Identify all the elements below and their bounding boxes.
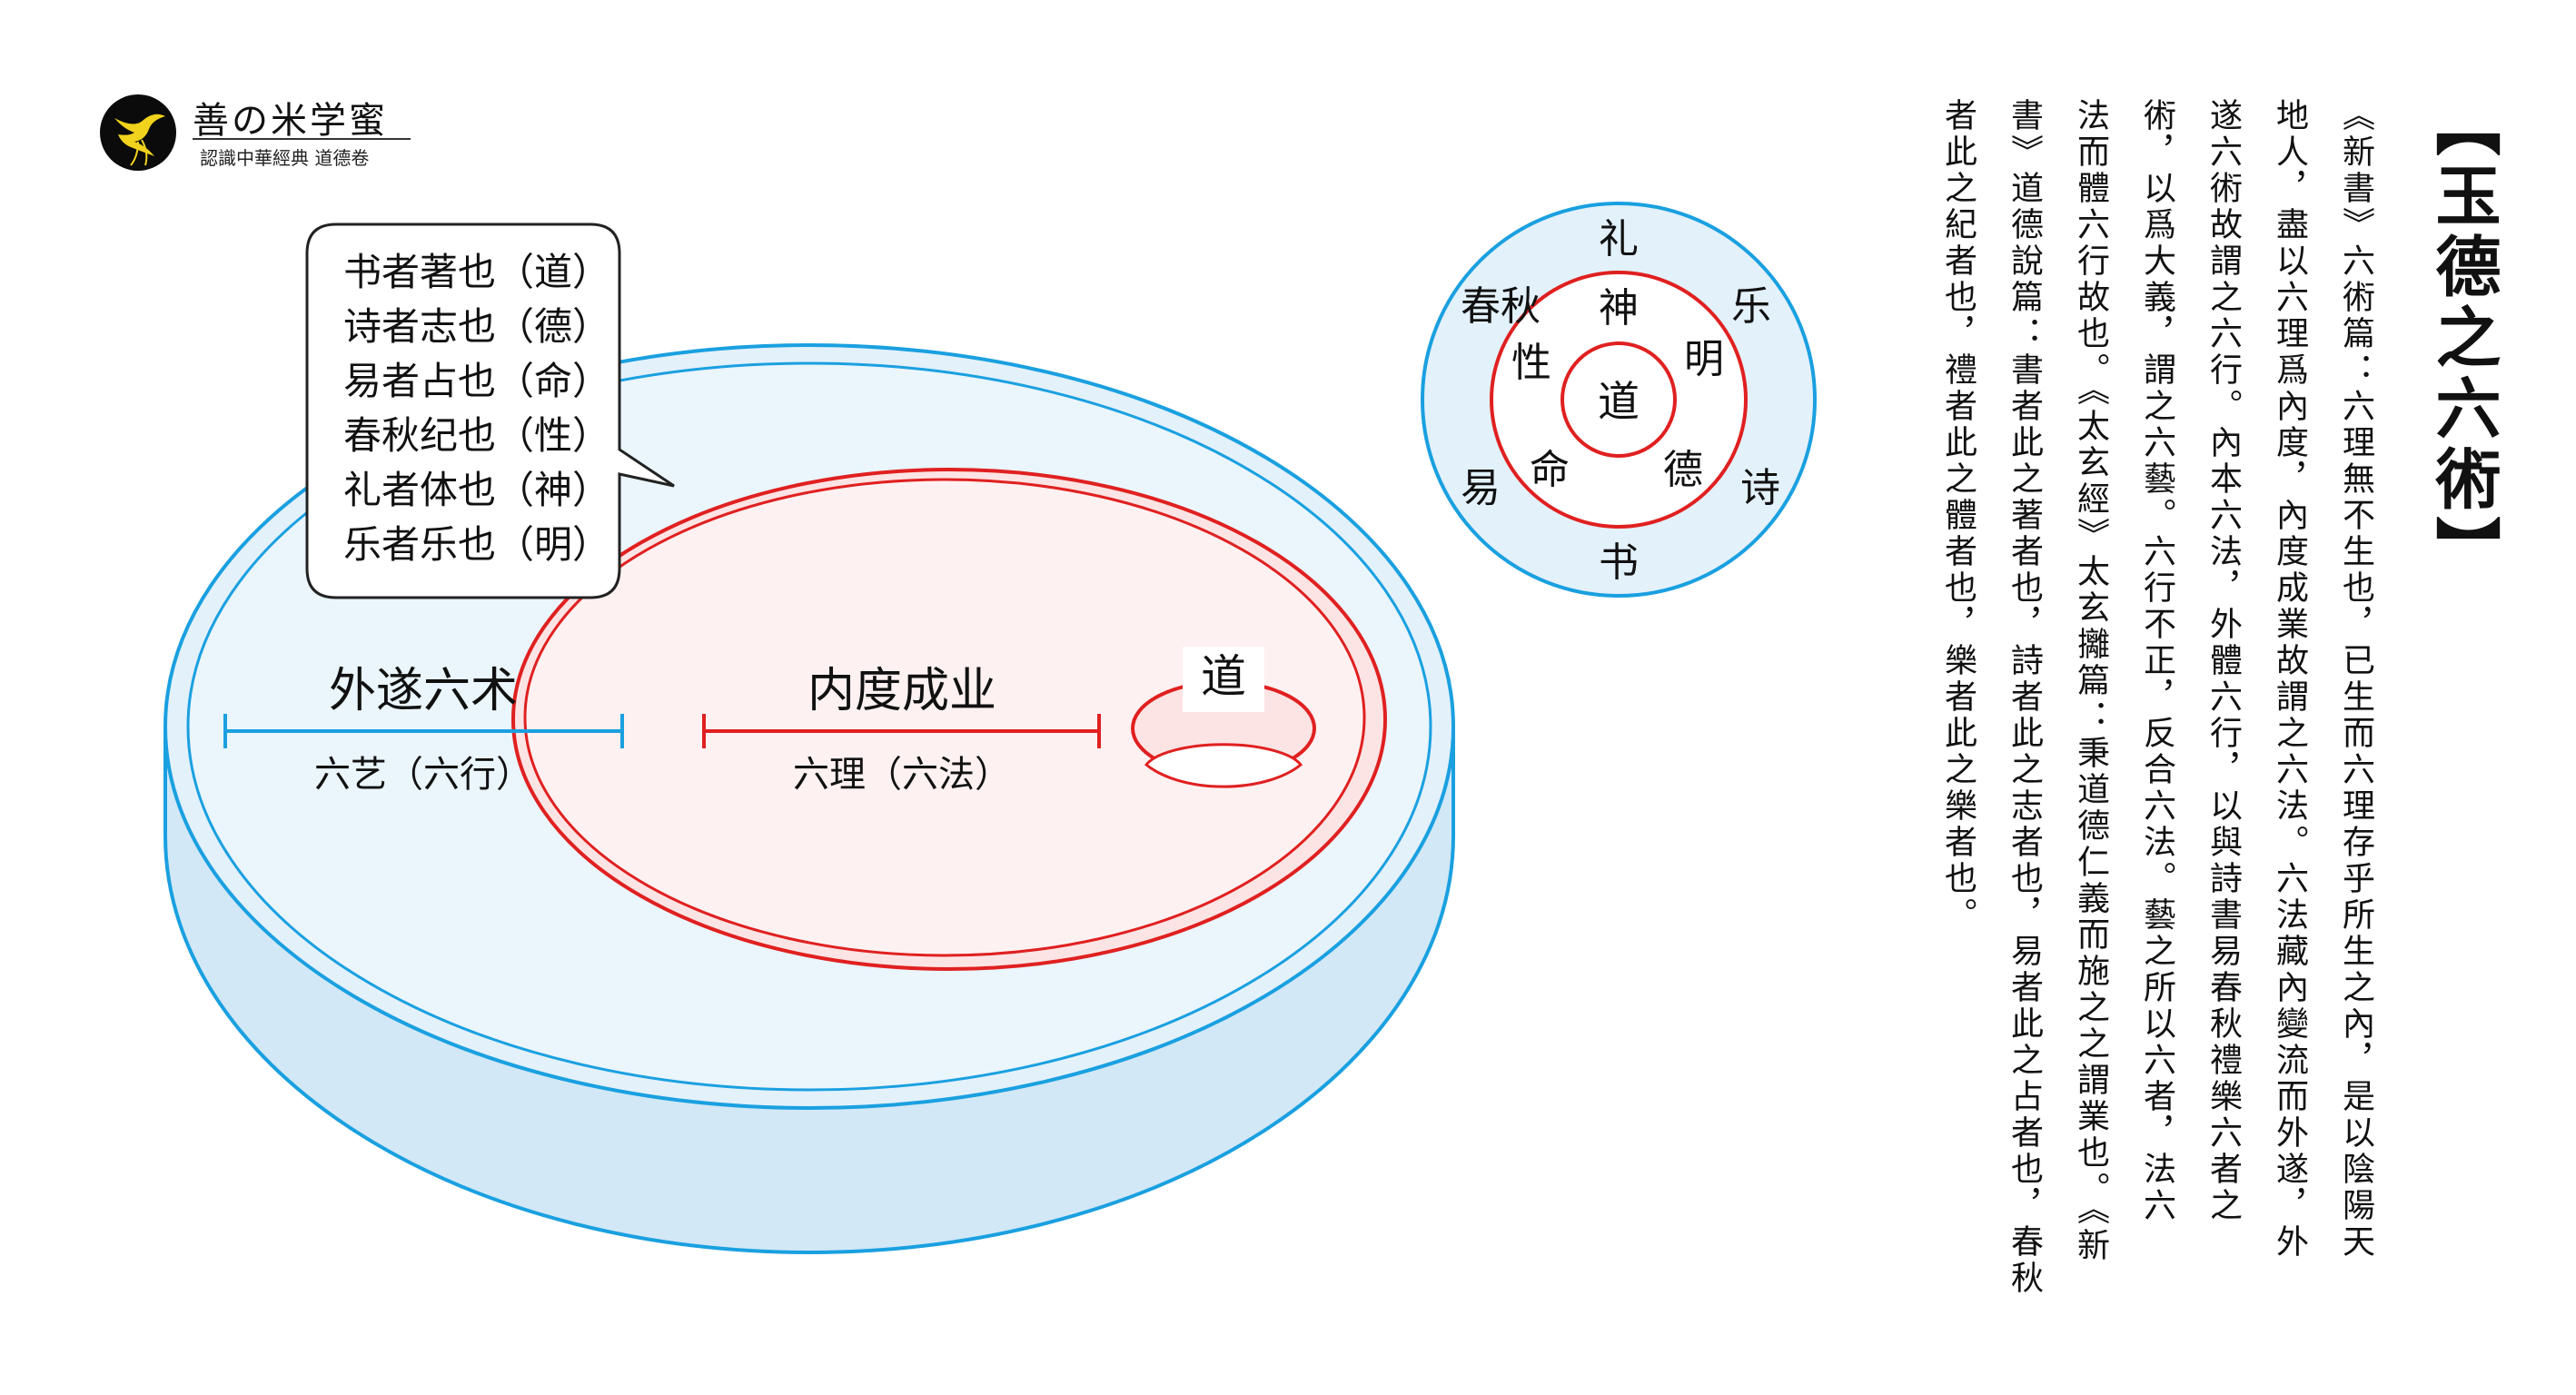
core-hole [1131, 680, 1316, 788]
concentric-outer-shu: 书 [1599, 539, 1639, 586]
phoenix-logo-icon [100, 94, 176, 171]
concentric-outer-yue: 乐 [1731, 283, 1771, 330]
inner-label: 内度成业 [807, 664, 996, 718]
article-title: 【玉德之六術】 [2424, 91, 2502, 587]
inner-sub-label: 六理（六法） [793, 754, 1011, 796]
cylinder-bottom-rim [163, 836, 1455, 1254]
logo-subtitle: 認識中華經典 道德卷 [200, 147, 370, 169]
concentric-inner-ming2: 命 [1530, 447, 1570, 493]
concentric-outer-yi: 易 [1461, 465, 1501, 511]
bubble-line: 诗者志也（德） [343, 304, 611, 349]
bubble-line: 易者占也（命） [343, 359, 611, 403]
concentric-inner-ming: 明 [1684, 336, 1724, 382]
article-column: 書》道德說篇：書者此之著者也，詩者此之志者也，易者此之占者也，春秋 [2006, 98, 2043, 1297]
logo-title: 善の米学蜜 [193, 100, 388, 142]
logo: 善の米学蜜 認識中華經典 道德卷 [98, 91, 425, 174]
article-column: 遂六術故謂之六行。內本六法，外體六行，以與詩書易春秋禮樂六者之 [2204, 98, 2242, 1224]
concentric-diagram: 道 神 明 德 命 性 礼 乐 诗 书 易 春秋 [1421, 202, 1817, 598]
concentric-outer-chunqiu: 春秋 [1461, 283, 1541, 330]
article-column: 《新書》六術篇：六理無不生也，已生而六理存乎所生之內，是以陰陽天 [2337, 98, 2374, 1261]
concentric-inner-de: 德 [1663, 447, 1703, 493]
outer-sub-label: 六艺（六行） [314, 754, 532, 796]
bubble-line: 春秋纪也（性） [343, 413, 611, 458]
logo-divider [193, 138, 411, 140]
speech-bubble [305, 223, 675, 599]
inner-ring [511, 468, 1387, 971]
concentric-inner-shen: 神 [1599, 285, 1639, 331]
article-column: 法而體六行故也。《太玄經》太玄攡篇：秉道德仁義而施之之謂業也。《新 [2072, 98, 2109, 1264]
bubble-line: 礼者体也（神） [343, 468, 611, 512]
article-column: 術，以爲大義，謂之六藝。六行不正，反合六法。藝之所以六者，法六 [2138, 98, 2175, 1224]
concentric-outer-li: 礼 [1599, 216, 1639, 262]
inner-dimension-line [702, 714, 1101, 748]
concentric-inner-xing: 性 [1511, 340, 1551, 386]
concentric-inner-circle [1560, 341, 1677, 458]
article-column: 地人，盡以六理爲內度，內度成業故謂之六法。六法藏內變流而外遂，外 [2271, 98, 2308, 1261]
concentric-center: 道 [1598, 377, 1640, 426]
bubble-line: 乐者乐也（明） [343, 522, 611, 567]
bubble-text: 书者著也（道） 诗者志也（德） 易者占也（命） 春秋纪也（性） 礼者体也（神） … [343, 245, 610, 572]
inner-ring-inner [523, 478, 1366, 957]
outer-label: 外遂六术 [329, 664, 518, 718]
core-label-bg [1183, 647, 1264, 712]
article-column: 者此之紀者也，禮者此之體者也，樂者此之樂者也。 [1939, 98, 1977, 934]
concentric-outer-shi: 诗 [1740, 465, 1780, 511]
outer-dimension-line [223, 714, 624, 748]
core-label: 道 [1201, 650, 1246, 703]
bubble-line: 书者著也（道） [343, 250, 611, 294]
